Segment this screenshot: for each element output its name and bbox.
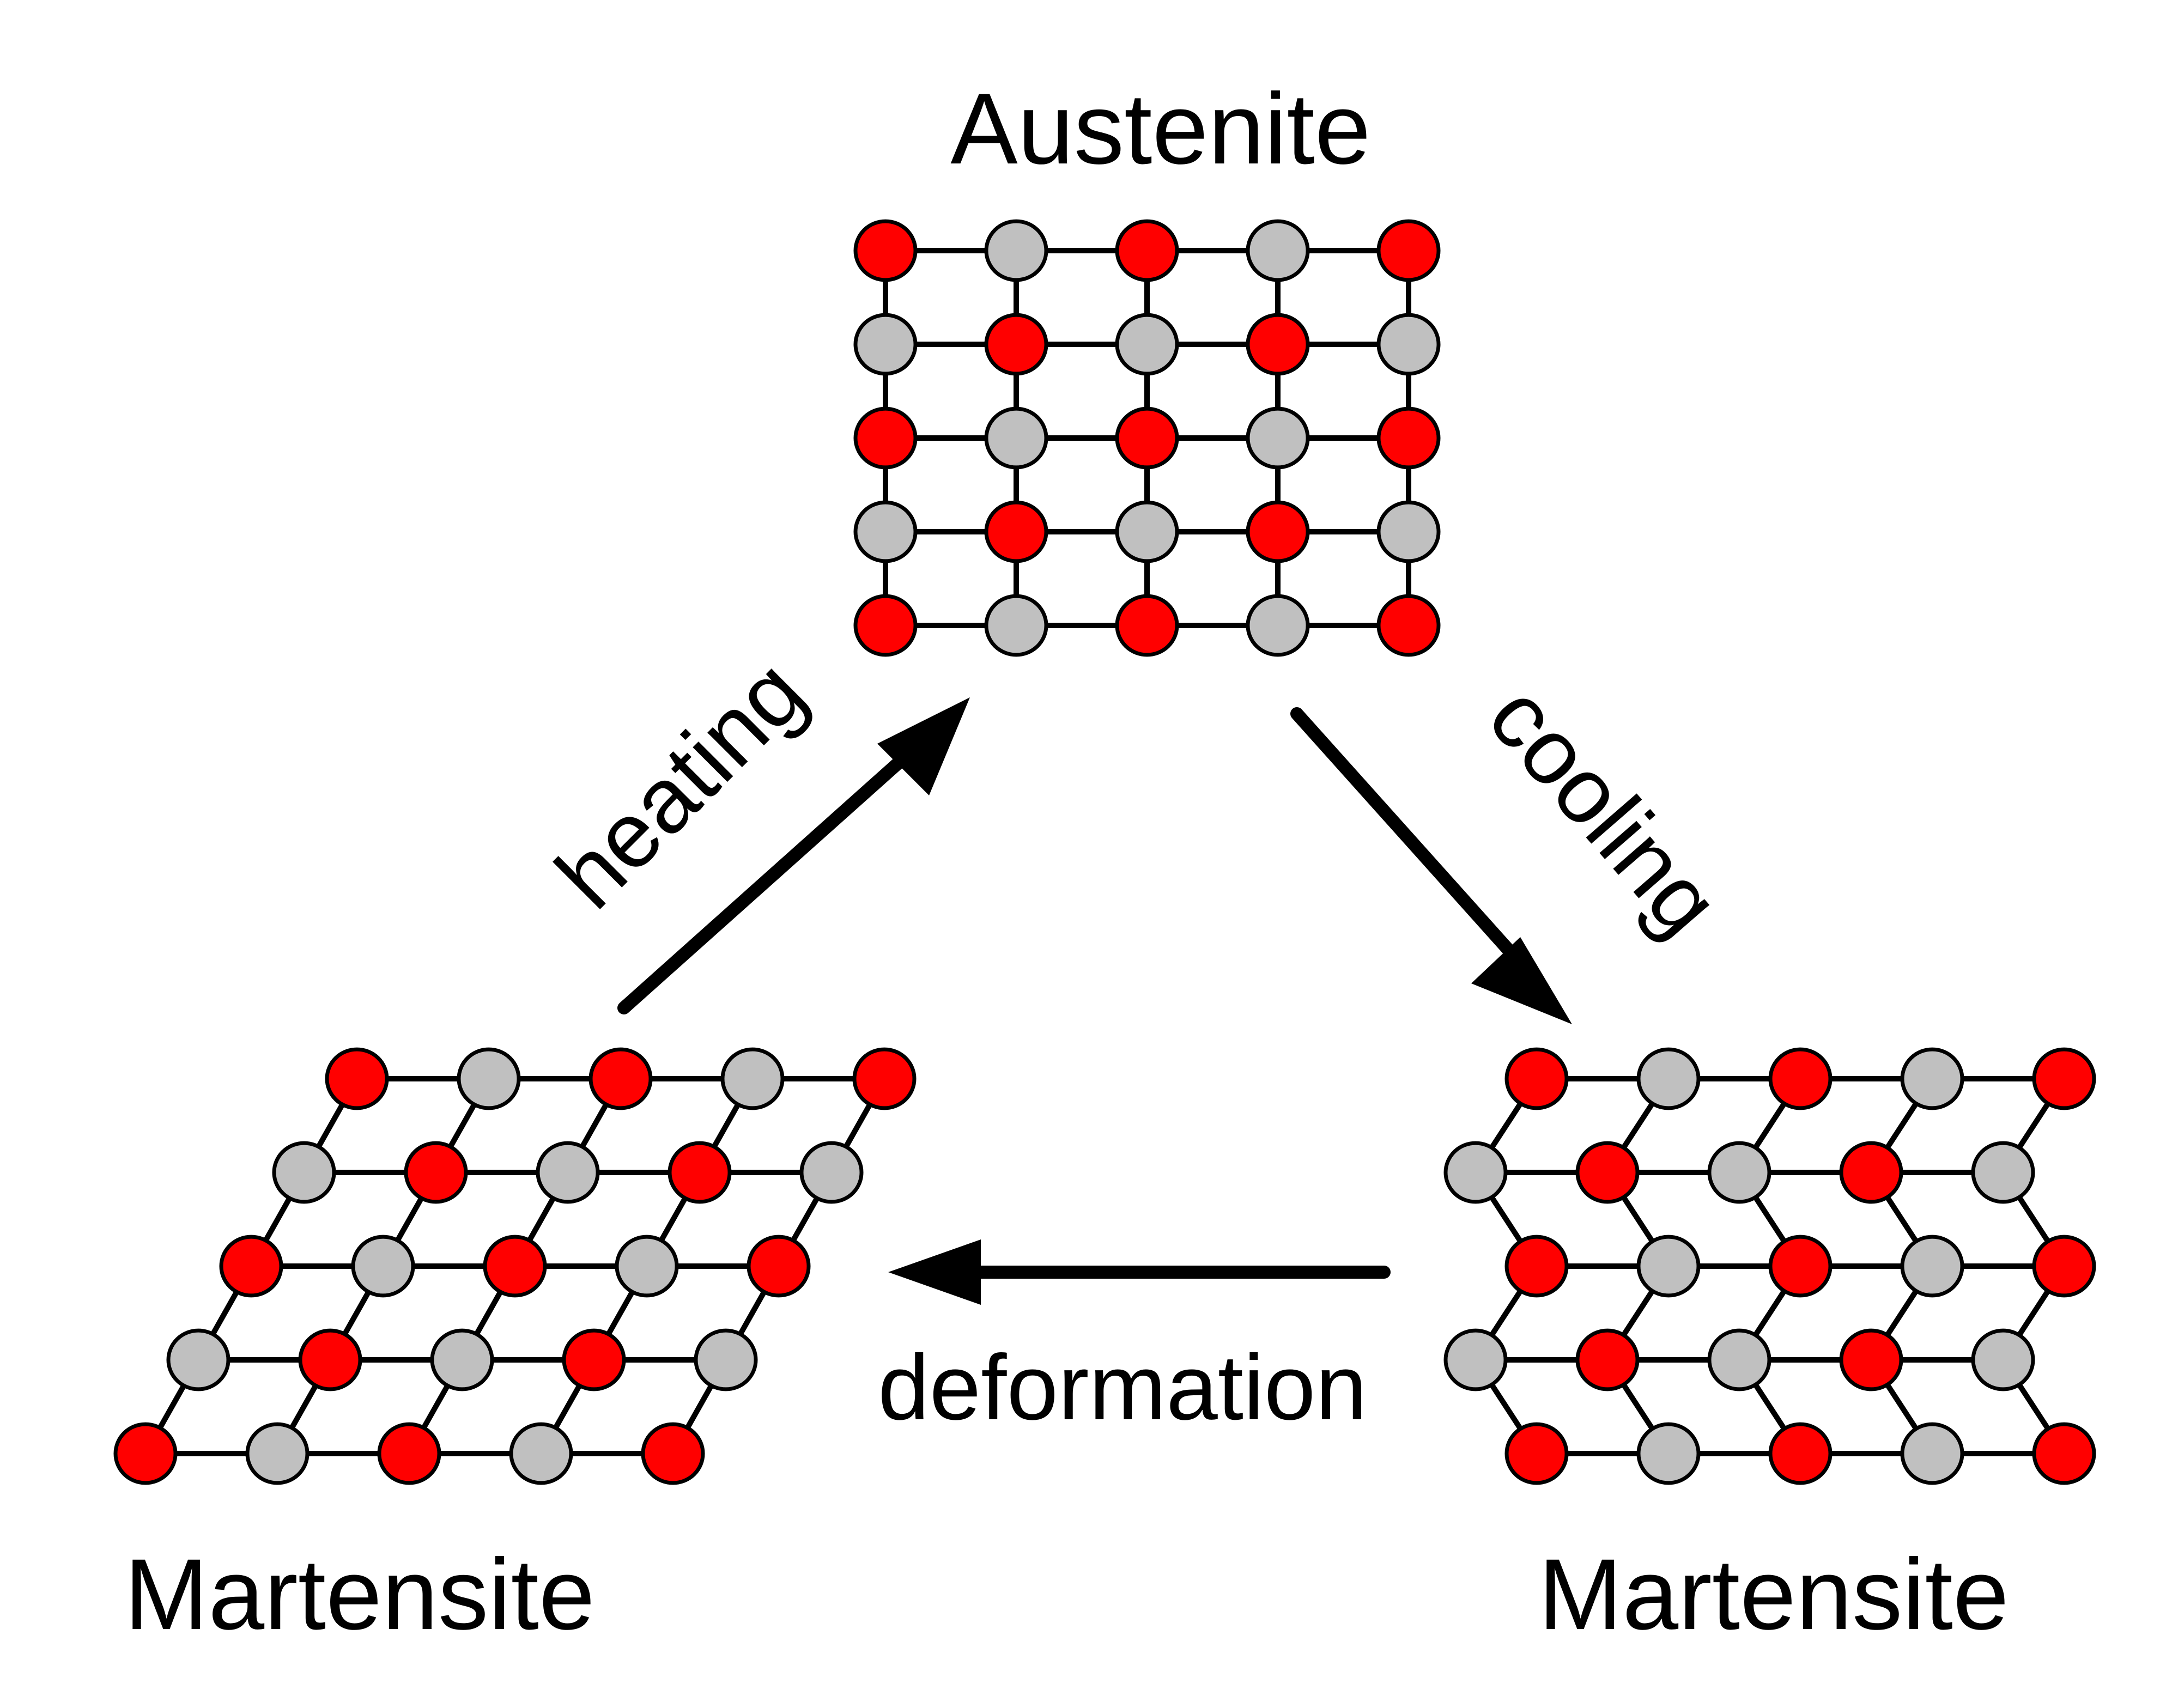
red-atom: [641, 1422, 705, 1485]
red-atom: [984, 313, 1048, 376]
gray-atom: [509, 1422, 573, 1485]
gray-atom: [720, 1047, 785, 1110]
gray-atom: [1115, 500, 1179, 563]
gray-atom: [1971, 1328, 2035, 1391]
red-atom: [2032, 1047, 2096, 1110]
gray-atom: [615, 1235, 679, 1298]
austenite-lattice: [853, 219, 1441, 657]
gray-atom: [245, 1422, 310, 1485]
red-atom: [298, 1328, 362, 1391]
red-atom: [219, 1235, 283, 1298]
red-atom: [1504, 1235, 1569, 1298]
red-atom: [588, 1047, 653, 1110]
red-atom: [1575, 1141, 1640, 1204]
red-atom: [377, 1422, 441, 1485]
gray-atom: [1636, 1235, 1701, 1298]
gray-atom: [351, 1235, 415, 1298]
gray-atom: [1900, 1422, 1964, 1485]
gray-atom: [984, 219, 1048, 282]
gray-atom: [1376, 313, 1441, 376]
gray-atom: [1707, 1328, 1771, 1391]
red-atom: [2032, 1422, 2096, 1485]
red-atom: [1839, 1141, 1903, 1204]
red-atom: [1768, 1235, 1833, 1298]
red-atom: [984, 500, 1048, 563]
red-atom: [113, 1422, 178, 1485]
red-atom: [1376, 406, 1441, 470]
heating-arrow: [617, 697, 970, 1014]
martensite-twinned-lattice: [1443, 1047, 2096, 1485]
red-atom: [1115, 219, 1179, 282]
gray-atom: [272, 1141, 336, 1204]
red-atom: [1768, 1422, 1833, 1485]
red-atom: [1504, 1422, 1569, 1485]
cooling-arrow: [1290, 707, 1572, 1024]
gray-atom: [1443, 1328, 1508, 1391]
gray-atom: [1636, 1047, 1701, 1110]
red-atom: [1768, 1047, 1833, 1110]
gray-atom: [1246, 406, 1310, 470]
red-atom: [404, 1141, 468, 1204]
gray-atom: [166, 1328, 230, 1391]
gray-atom: [1246, 594, 1310, 657]
red-atom: [1504, 1047, 1569, 1110]
gray-atom: [984, 406, 1048, 470]
red-atom: [853, 219, 918, 282]
red-atom: [747, 1235, 811, 1298]
red-atom: [562, 1328, 626, 1391]
gray-atom: [694, 1328, 758, 1391]
gray-atom: [1376, 500, 1441, 563]
martensite-right-label: Martensite: [1538, 1539, 2009, 1651]
heating-label: heating: [537, 640, 825, 928]
red-atom: [1376, 219, 1441, 282]
red-atom: [325, 1047, 389, 1110]
gray-atom: [1971, 1141, 2035, 1204]
gray-atom: [853, 500, 918, 563]
red-atom: [1839, 1328, 1903, 1391]
red-atom: [1376, 594, 1441, 657]
red-atom: [1115, 406, 1179, 470]
red-atom: [1115, 594, 1179, 657]
red-atom: [853, 406, 918, 470]
red-atom: [1246, 500, 1310, 563]
red-atom: [2032, 1235, 2096, 1298]
gray-atom: [430, 1328, 494, 1391]
deformation-arrow: [888, 1239, 1391, 1305]
red-atom: [853, 594, 918, 657]
martensite-left-label: Martensite: [124, 1539, 595, 1651]
gray-atom: [1115, 313, 1179, 376]
gray-atom: [984, 594, 1048, 657]
gray-atom: [1707, 1141, 1771, 1204]
gray-atom: [457, 1047, 521, 1110]
cooling-label: cooling: [1469, 665, 1739, 955]
red-atom: [852, 1047, 917, 1110]
gray-atom: [1636, 1422, 1701, 1485]
austenite-label: Austenite: [950, 73, 1370, 185]
gray-atom: [536, 1141, 600, 1204]
gray-atom: [853, 313, 918, 376]
red-atom: [1246, 313, 1310, 376]
red-atom: [668, 1141, 732, 1204]
gray-atom: [1900, 1235, 1964, 1298]
red-atom: [1575, 1328, 1640, 1391]
gray-atom: [1900, 1047, 1964, 1110]
gray-atom: [1246, 219, 1310, 282]
gray-atom: [1443, 1141, 1508, 1204]
red-atom: [483, 1235, 547, 1298]
deformation-label: deformation: [878, 1336, 1367, 1439]
martensite-deformed-lattice: [113, 1047, 917, 1485]
gray-atom: [799, 1141, 864, 1204]
